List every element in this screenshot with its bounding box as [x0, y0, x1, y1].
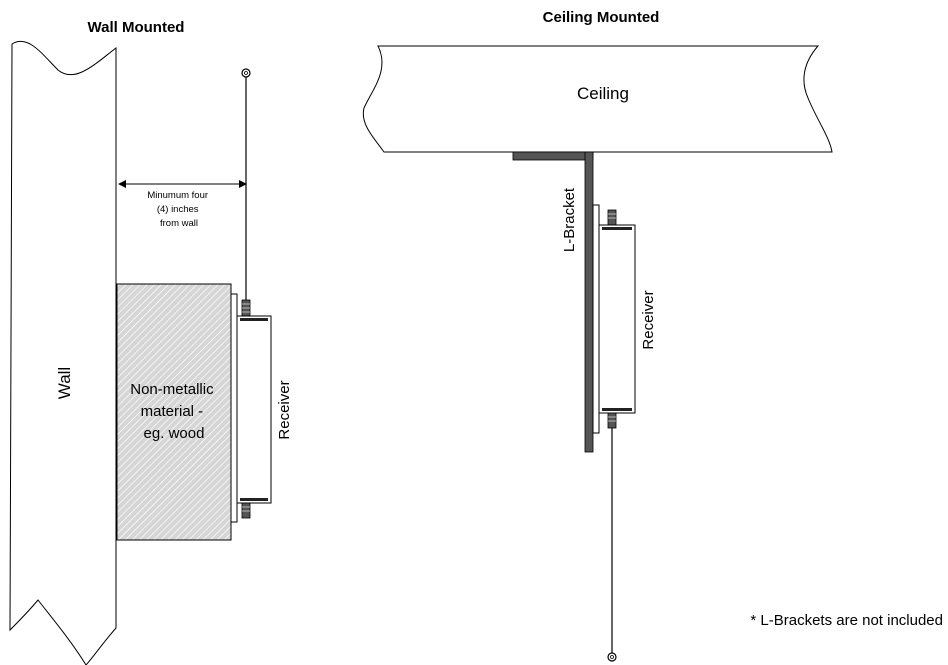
footnote: * L-Brackets are not included: [750, 612, 943, 629]
wall-mount-plate: [230, 293, 238, 523]
distance-label: Minumum four (4) inches from wall: [147, 190, 210, 229]
ceiling-mounted-title: Ceiling Mounted: [543, 9, 660, 26]
ceiling-antenna-connector-top: [607, 209, 617, 226]
wall-mounted-title: Wall Mounted: [88, 19, 185, 36]
ceiling-label: Ceiling: [577, 84, 629, 103]
bracket-label: L-Bracket: [561, 187, 578, 252]
wall-label: Wall: [55, 367, 74, 399]
ceiling-shape: [362, 45, 833, 153]
wall-receiver-label: Receiver: [276, 380, 293, 439]
wall-shape: [9, 40, 117, 665]
ceiling-antenna-connector-bottom: [607, 412, 617, 429]
ceiling-mount-plate: [592, 204, 600, 434]
ceiling-receiver-body: [598, 224, 636, 414]
l-bracket-horizontal: [512, 151, 594, 161]
ceiling-receiver-label: Receiver: [640, 290, 657, 349]
wall-antenna-connector-bottom: [241, 502, 251, 519]
l-bracket-vertical: [584, 151, 594, 453]
wall-receiver-body: [236, 315, 272, 504]
material-label: Non-metallic material - eg. wood: [130, 381, 218, 442]
